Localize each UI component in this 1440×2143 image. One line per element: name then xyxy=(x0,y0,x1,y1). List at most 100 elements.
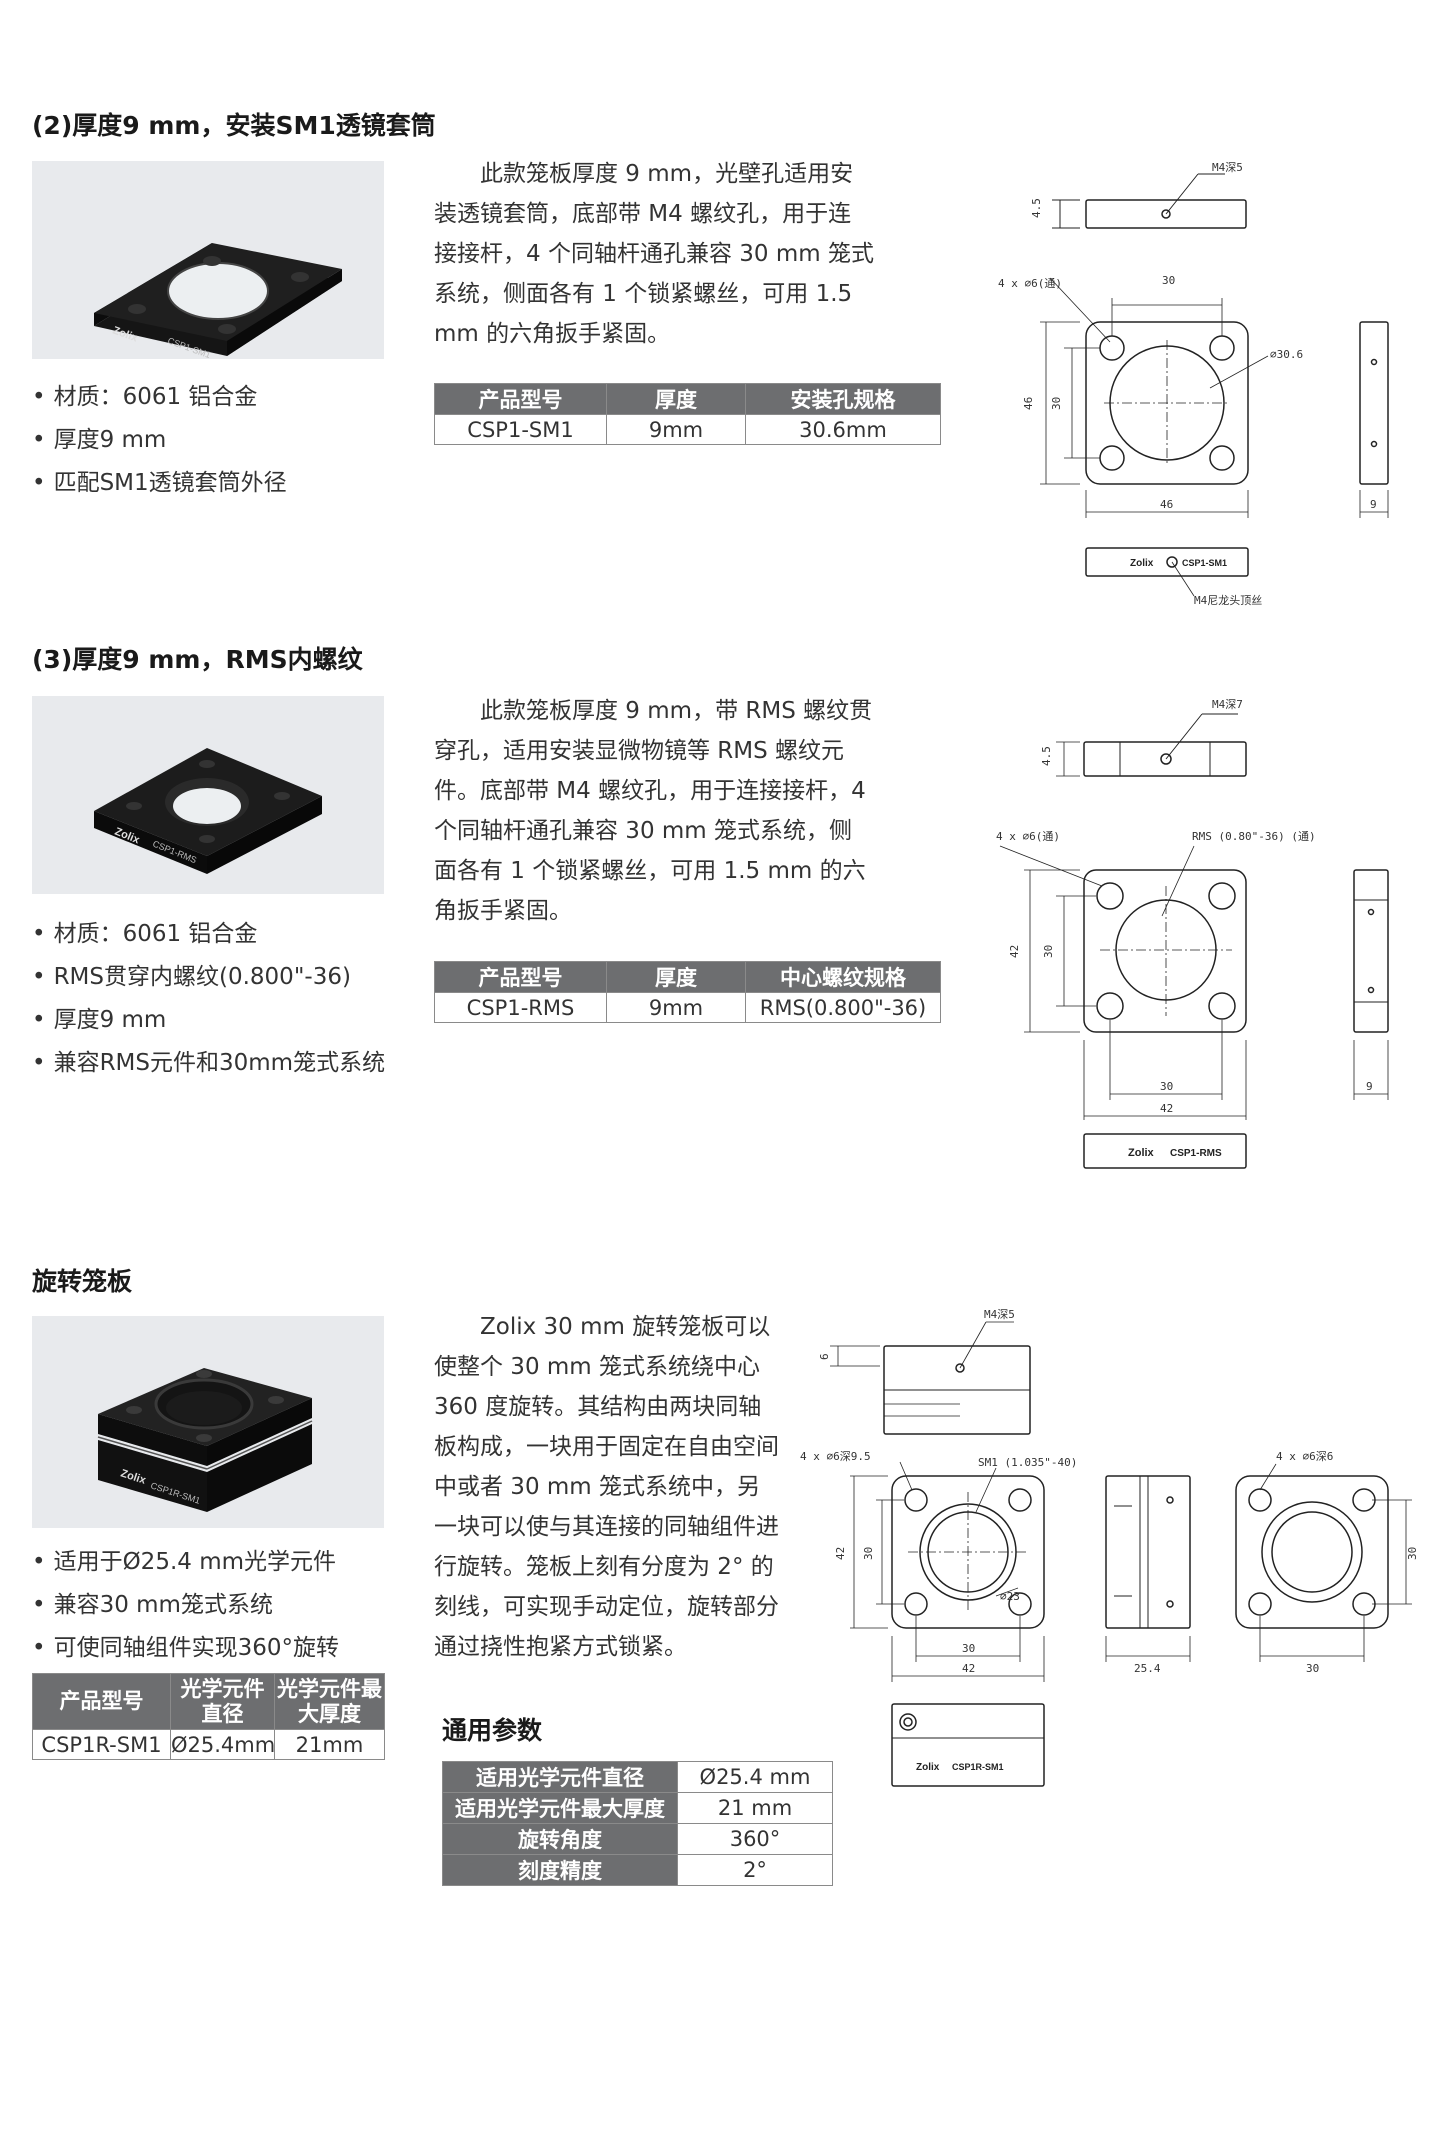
feature-item: 材质：6061 铝合金 xyxy=(32,376,287,419)
table-header: 光学元件最大厚度 xyxy=(274,1673,385,1730)
feature-item: RMS贯穿内螺纹(0.800"-36) xyxy=(32,956,385,999)
drawing-label: CSP1-RMS xyxy=(1170,1148,1222,1159)
feature-item: 匹配SM1透镜套筒外径 xyxy=(32,462,287,505)
table-header: 产品型号 xyxy=(434,961,607,993)
drawing-note: M4尼龙头顶丝 xyxy=(1194,594,1262,607)
param-value: Ø25.4 mm xyxy=(677,1761,833,1793)
drawing-dim: 46 xyxy=(1022,397,1035,410)
drawing-note: 4 x ∅6深6 xyxy=(1276,1450,1333,1463)
drawing-label: CSP1-SM1 xyxy=(1182,558,1227,568)
table-header: 产品型号 xyxy=(434,383,607,415)
table-row: 适用光学元件最大厚度 21 mm xyxy=(442,1792,833,1824)
drawing-brand: Zolix xyxy=(1128,1147,1155,1159)
params-table: 适用光学元件直径 Ø25.4 mm 适用光学元件最大厚度 21 mm 旋转角度 … xyxy=(442,1761,833,1886)
feature-item: 厚度9 mm xyxy=(32,999,385,1042)
drawing-dim: 30 xyxy=(862,1547,875,1560)
table-cell: CSP1-RMS xyxy=(434,992,607,1023)
spec-table-csp1-rms: 产品型号 厚度 中心螺纹规格 CSP1-RMS 9mm RMS(0.800"-3… xyxy=(434,961,941,1023)
drawing-dim: ∅30.6 xyxy=(1270,348,1303,361)
table-header: 厚度 xyxy=(606,383,746,415)
spec-table-csp1r-sm1: 产品型号 光学元件直径 光学元件最大厚度 CSP1R-SM1 Ø25.4mm 2… xyxy=(32,1673,385,1760)
param-value: 2° xyxy=(677,1854,833,1886)
drawing-note: 4 x ∅6深9.5 xyxy=(800,1450,871,1463)
table-cell: 9mm xyxy=(606,992,746,1023)
drawing-csp1-rms: M4深7 4.5 4 x ∅6(通) RMS (0.80"-36) (通) 42… xyxy=(980,690,1400,1180)
feature-item: 可使同轴组件实现360°旋转 xyxy=(32,1627,339,1670)
table-row: 适用光学元件直径 Ø25.4 mm xyxy=(442,1761,833,1793)
table-cell: CSP1-SM1 xyxy=(434,414,607,445)
drawing-dim: 25.4 xyxy=(1134,1662,1161,1675)
drawing-note: RMS (0.80"-36) (通) xyxy=(1192,830,1316,843)
table-cell: 21mm xyxy=(274,1729,385,1760)
product-photo-csp1-rms: Zolix CSP1-RMS xyxy=(32,696,384,894)
feature-list-csp1-sm1: 材质：6061 铝合金 厚度9 mm 匹配SM1透镜套筒外径 xyxy=(32,376,287,505)
description-rotating: Zolix 30 mm 旋转笼板可以使整个 30 mm 笼式系统绕中心 360 … xyxy=(434,1314,779,1660)
feature-item: 适用于Ø25.4 mm光学元件 xyxy=(32,1541,339,1584)
table-row: 旋转角度 360° xyxy=(442,1823,833,1855)
feature-item: 厚度9 mm xyxy=(32,419,287,462)
drawing-brand: Zolix xyxy=(916,1762,940,1773)
drawing-dim: ∅23 xyxy=(1000,1590,1020,1603)
table-row: 刻度精度 2° xyxy=(442,1854,833,1886)
drawing-brand: Zolix xyxy=(1130,558,1154,569)
drawing-dim: 9 xyxy=(1370,498,1377,511)
drawing-csp1-sm1: M4深5 4.5 4 x ∅6(通) 30 ∅30.6 46 30 46 9 Z… xyxy=(980,150,1400,610)
drawing-dim: 30 xyxy=(1162,274,1175,287)
table-header: 产品型号 xyxy=(32,1673,171,1730)
drawing-note: 4 x ∅6(通) xyxy=(998,277,1062,290)
drawing-dim: 30 xyxy=(1042,945,1055,958)
drawing-dim: 9 xyxy=(1366,1080,1373,1093)
feature-item: 兼容RMS元件和30mm笼式系统 xyxy=(32,1042,386,1085)
table-header: 厚度 xyxy=(606,961,746,993)
table-row: CSP1R-SM1 Ø25.4mm 21mm xyxy=(32,1729,385,1760)
table-cell: 30.6mm xyxy=(745,414,941,445)
drawing-csp1r-sm1: M4深5 6 4 x ∅6深9.5 SM1 (1.035"-40) ∅23 42… xyxy=(800,1300,1420,1800)
table-header: 光学元件直径 xyxy=(170,1673,275,1730)
drawing-dim: 42 xyxy=(834,1547,847,1560)
description-csp1-rms: 此款笼板厚度 9 mm，带 RMS 螺纹贯穿孔，适用安装显微物镜等 RMS 螺纹… xyxy=(434,698,873,924)
param-value: 360° xyxy=(677,1823,833,1855)
drawing-dim: 30 xyxy=(1050,397,1063,410)
param-value: 21 mm xyxy=(677,1792,833,1824)
drawing-note: 4 x ∅6(通) xyxy=(996,830,1060,843)
table-cell: 9mm xyxy=(606,414,746,445)
drawing-dim: 4.5 xyxy=(1040,746,1053,766)
feature-item: 兼容30 mm笼式系统 xyxy=(32,1584,339,1627)
param-label: 适用光学元件最大厚度 xyxy=(442,1792,678,1824)
description-csp1-sm1: 此款笼板厚度 9 mm，光壁孔适用安装透镜套筒，底部带 M4 螺纹孔，用于连接接… xyxy=(434,161,874,347)
feature-item: 材质：6061 铝合金 xyxy=(32,913,385,956)
feature-list-rotating: 适用于Ø25.4 mm光学元件 兼容30 mm笼式系统 可使同轴组件实现360°… xyxy=(32,1541,339,1670)
drawing-dim: 46 xyxy=(1160,498,1173,511)
drawing-note: SM1 (1.035"-40) xyxy=(978,1456,1077,1469)
table-row: CSP1-RMS 9mm RMS(0.800"-36) xyxy=(434,992,941,1023)
drawing-dim: 30 xyxy=(1160,1080,1173,1093)
table-cell: Ø25.4mm xyxy=(170,1729,275,1760)
param-label: 旋转角度 xyxy=(442,1823,678,1855)
drawing-dim: 6 xyxy=(818,1353,831,1360)
table-row: CSP1-SM1 9mm 30.6mm xyxy=(434,414,941,445)
section-title-rotating: 旋转笼板 xyxy=(32,1267,133,1296)
drawing-dim: 4.5 xyxy=(1030,198,1043,218)
section-title-csp1-sm1: (2)厚度9 mm，安装SM1透镜套筒 xyxy=(32,111,436,140)
section-title-csp1-rms: (3)厚度9 mm，RMS内螺纹 xyxy=(32,645,363,674)
feature-list-csp1-rms: 材质：6061 铝合金 RMS贯穿内螺纹(0.800"-36) 厚度9 mm 兼… xyxy=(32,913,386,1085)
drawing-note: M4深5 xyxy=(1212,161,1243,174)
drawing-note: M4深7 xyxy=(1212,698,1243,711)
drawing-note: M4深5 xyxy=(984,1308,1015,1321)
drawing-dim: 30 xyxy=(1406,1547,1419,1560)
drawing-dim: 42 xyxy=(962,1662,975,1675)
spec-table-csp1-sm1: 产品型号 厚度 安装孔规格 CSP1-SM1 9mm 30.6mm xyxy=(434,383,941,445)
drawing-dim: 42 xyxy=(1008,945,1021,958)
param-label: 适用光学元件直径 xyxy=(442,1761,678,1793)
param-label: 刻度精度 xyxy=(442,1854,678,1886)
drawing-dim: 42 xyxy=(1160,1102,1173,1115)
drawing-label: CSP1R-SM1 xyxy=(952,1762,1004,1772)
table-header: 安装孔规格 xyxy=(745,383,941,415)
table-header: 中心螺纹规格 xyxy=(745,961,941,993)
drawing-dim: 30 xyxy=(962,1642,975,1655)
product-photo-csp1-sm1: Zolix CSP1-SM1 xyxy=(32,161,384,359)
product-photo-csp1r-sm1: Zolix CSP1R-SM1 xyxy=(32,1316,384,1528)
params-title: 通用参数 xyxy=(442,1716,543,1745)
table-cell: CSP1R-SM1 xyxy=(32,1729,171,1760)
drawing-dim: 30 xyxy=(1306,1662,1319,1675)
